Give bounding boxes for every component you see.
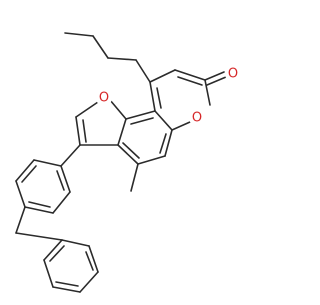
- phenyl1-bond-5: [52, 191, 71, 214]
- pyranone-bond-c7-o: [204, 79, 211, 106]
- phenyl2-bond-5: [43, 259, 54, 288]
- phenyl2-bond-4-inner: [55, 281, 79, 287]
- phenyl1-bond-6-inner: [56, 170, 65, 191]
- butyl-bond-3: [107, 57, 137, 61]
- carbonyl-oxygen-label: O: [228, 67, 238, 82]
- carbonyl-oxygen-mask: [225, 66, 241, 82]
- aryl-link-bond: [60, 144, 81, 167]
- phenyl2-bond-2: [88, 245, 99, 273]
- biphenyl-link-bond: [15, 206, 26, 234]
- pyranone-double-c9-c9a-inner: [156, 87, 162, 109]
- pyranone-bond-c9-c8: [149, 69, 176, 83]
- butyl-bond-4: [135, 59, 151, 83]
- phenyl1-bond-2-inner: [21, 165, 37, 183]
- butyl-bond-1: [64, 32, 94, 37]
- furan-bond-o-c2: [75, 101, 99, 118]
- benzo-bond-3: [137, 155, 166, 165]
- carbonyl-bond-a: [204, 71, 225, 81]
- structure-svg: O O O: [15, 32, 241, 293]
- phenyl1-bond-4-inner: [28, 201, 51, 208]
- butyl-bond-2: [92, 35, 109, 59]
- benzo-bond-4: [117, 144, 139, 165]
- phenyl2-bond-1: [61, 239, 90, 247]
- furan-double-c2-c3: [75, 116, 81, 146]
- bond-lines: [15, 32, 227, 293]
- furan-oxygen-label: O: [99, 91, 109, 106]
- phenyl1-bond-4: [24, 206, 54, 214]
- ring-oxygen-mask: [189, 110, 205, 126]
- pyranone-double-c8-c7: [174, 69, 206, 81]
- pyranone-bond-o-c8a: [171, 121, 191, 131]
- phenyl1-bond-2: [15, 159, 35, 182]
- phenyl1-bond-3: [15, 180, 26, 208]
- benzo-bond-2: [164, 129, 173, 157]
- benzo-bond-6-inner: [130, 117, 154, 125]
- pyranone-bond-c9-c9a: [149, 81, 156, 112]
- phenyl1-bond-1: [33, 159, 62, 167]
- phenyl2-bond-2-inner: [85, 251, 94, 271]
- phenyl2-bond-6-inner: [49, 245, 65, 262]
- phenyl1-bond-6: [60, 165, 71, 193]
- methyl-bond: [130, 163, 139, 192]
- phenyl2-bond-3: [79, 271, 99, 293]
- ring-oxygen-label: O: [192, 111, 202, 126]
- benzo-bond-5: [117, 118, 127, 146]
- benzo-bond-1: [154, 110, 173, 131]
- carbonyl-bond-b: [206, 76, 227, 86]
- atom-labels: O O O: [96, 66, 241, 126]
- phenyl2-bond-6: [43, 239, 63, 261]
- molecule-diagram: O O O: [15, 32, 241, 293]
- benzo-bond-4-inner: [122, 142, 140, 159]
- pyranone-double-c8-c7-inner: [177, 76, 203, 86]
- furan-double-c2-c3-inner: [82, 119, 87, 143]
- biphenyl-link-bond-2: [15, 232, 63, 241]
- phenyl2-bond-4: [52, 286, 81, 293]
- benzo-bond-2-inner: [159, 133, 167, 154]
- furan-bond-c-o: [109, 99, 127, 120]
- benzo-bond-6: [125, 110, 156, 120]
- furan-oxygen-mask: [96, 90, 112, 106]
